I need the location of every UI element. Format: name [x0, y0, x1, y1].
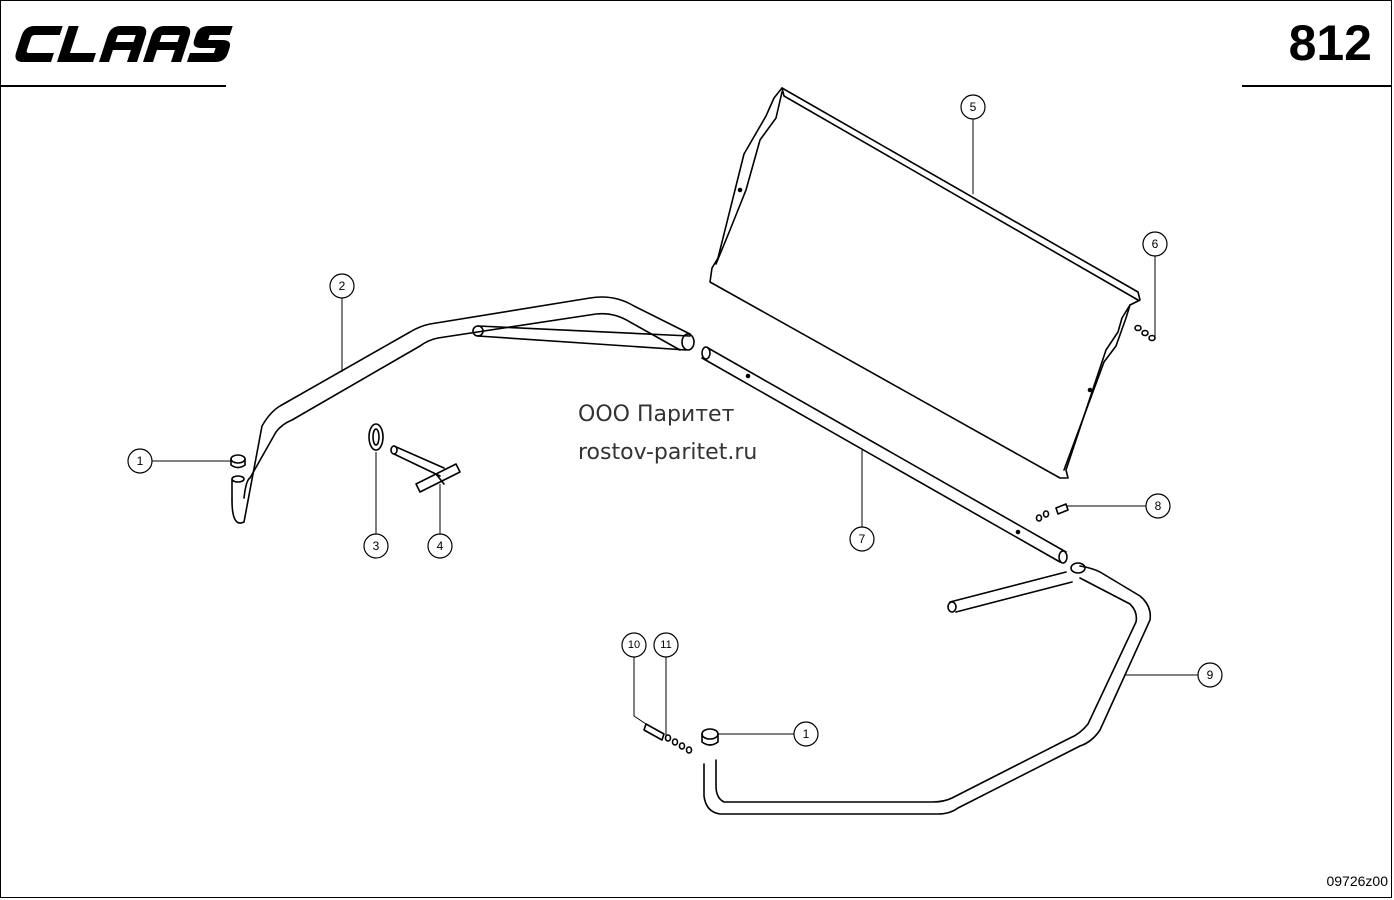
- callout-8: [1145, 493, 1171, 519]
- callout-label: 7: [859, 532, 866, 546]
- callout-4: [427, 533, 453, 559]
- pin-and-bracket: [368, 423, 461, 493]
- callout-label: 2: [339, 279, 346, 293]
- callout-7: [849, 526, 875, 552]
- cap-left: [230, 454, 246, 469]
- connecting-tube: [701, 346, 1068, 564]
- watermark: ООО Паритет rostov-paritet.ru: [578, 396, 757, 472]
- hardware-8: [1035, 503, 1069, 522]
- cap-right: [701, 728, 719, 746]
- callout-3: [363, 533, 389, 559]
- watermark-url: rostov-paritet.ru: [578, 440, 758, 465]
- callout-10: [621, 632, 647, 658]
- callout-label: 8: [1155, 499, 1162, 513]
- header-rule-left: [0, 85, 226, 87]
- hardware-10-11: [643, 723, 693, 754]
- callout-label: 6: [1152, 237, 1159, 251]
- callout-label: 11: [660, 639, 671, 651]
- callout-label: 4: [437, 539, 444, 553]
- callout-11: [653, 632, 679, 658]
- hardware-6: [1134, 324, 1156, 342]
- callout-label: 10: [628, 639, 640, 651]
- callout-label: 1: [803, 727, 810, 741]
- callout-label: 1: [137, 454, 144, 468]
- watermark-company: ООО Паритет: [578, 402, 735, 427]
- page-number: 812: [1288, 15, 1372, 71]
- callout-label: 9: [1207, 668, 1214, 682]
- callout-label: 5: [970, 100, 977, 114]
- left-tube-frame: [231, 296, 695, 524]
- callout-9: [1197, 662, 1223, 688]
- callout-6: [1142, 231, 1168, 257]
- callout-1-left: [127, 448, 153, 474]
- cover-plate: [709, 87, 1141, 479]
- drawing-code: 09726z00: [1326, 873, 1388, 889]
- callout-2: [329, 273, 355, 299]
- header-rule-right: [1242, 85, 1392, 87]
- callout-label: 3: [373, 539, 380, 553]
- right-tube-frame: [703, 562, 1152, 815]
- claas-logo: [15, 26, 233, 62]
- callout-1-right: [793, 721, 819, 747]
- callout-5: [960, 94, 986, 120]
